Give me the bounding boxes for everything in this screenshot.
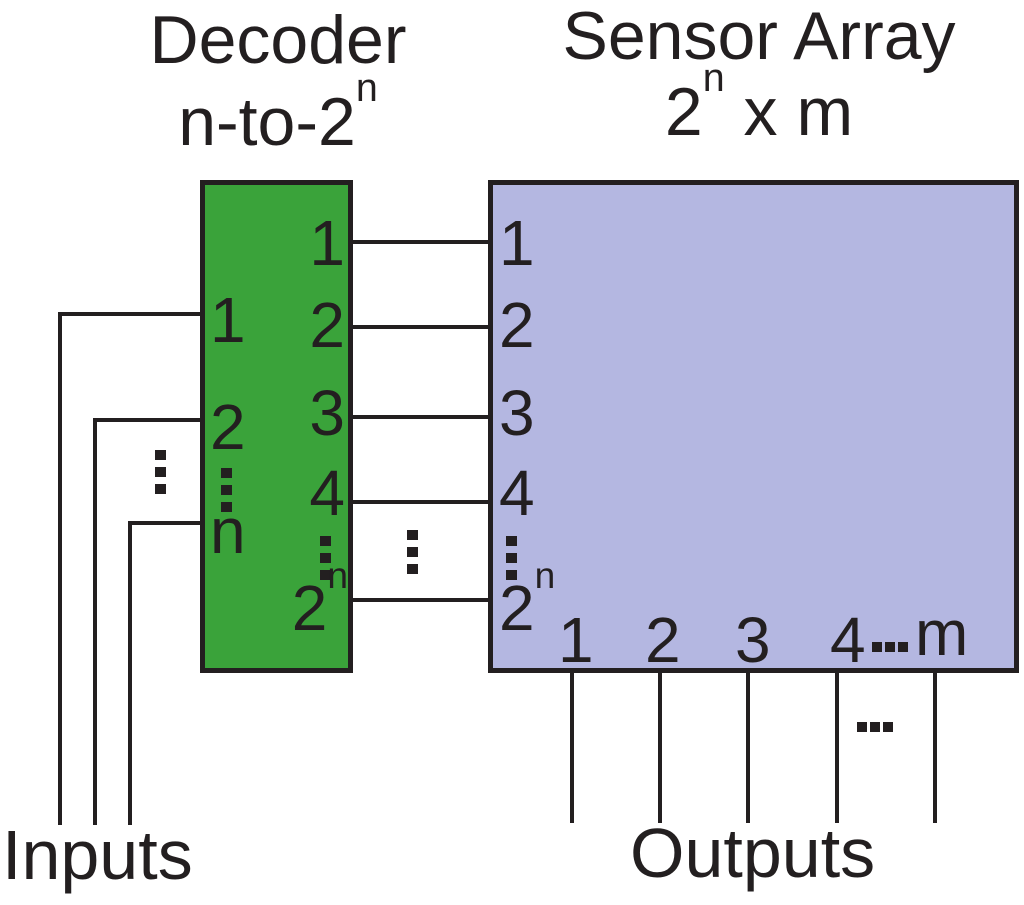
decoder-right-pin-2n-sup: n xyxy=(327,554,348,597)
array-col-label-m: m xyxy=(915,597,969,669)
sensor-array-title-line2-base: 2 xyxy=(664,74,703,150)
decoder-title-line2-sup: n xyxy=(355,65,378,110)
output-wire-1 xyxy=(570,670,574,823)
output-wire-3 xyxy=(746,670,750,823)
output-wire-4 xyxy=(835,670,839,823)
decoder-left-pin-1: 1 xyxy=(210,284,246,356)
input-wire-n-vertical xyxy=(128,521,132,825)
sensor-array-title-line2-sup: n xyxy=(702,55,725,100)
decoder-right-pin-4: 4 xyxy=(309,457,345,529)
decoder-array-wire-4 xyxy=(350,500,490,504)
vertical-ellipsis-icon xyxy=(155,450,166,501)
decoder-title-line2: n-to-2n xyxy=(118,68,438,156)
decoder-right-pin-1: 1 xyxy=(309,207,345,279)
sensor-array-box xyxy=(488,180,1019,673)
horizontal-ellipsis-icon xyxy=(872,642,911,660)
input-wire-n-horizontal xyxy=(128,521,200,525)
decoder-right-pin-3: 3 xyxy=(309,377,345,449)
output-wire-2 xyxy=(658,670,662,823)
vertical-ellipsis-icon xyxy=(506,536,517,587)
array-row-label-2n-sup: n xyxy=(534,554,556,597)
decoder-title-line2-base: n-to-2 xyxy=(178,84,356,160)
decoder-right-pin-2n: 2n xyxy=(292,557,348,640)
vertical-ellipsis-icon xyxy=(221,468,232,519)
horizontal-ellipsis-icon xyxy=(857,722,896,740)
vertical-ellipsis-icon xyxy=(320,536,331,587)
input-wire-2-horizontal xyxy=(93,418,200,422)
decoder-left-pin-2: 2 xyxy=(210,391,246,463)
array-col-label-1: 1 xyxy=(558,604,594,676)
decoder-array-wire-2n xyxy=(350,598,490,602)
array-row-label-3: 3 xyxy=(499,377,535,449)
decoder-array-wire-1 xyxy=(350,240,490,244)
decoder-title-line1: Decoder xyxy=(149,2,407,78)
decoder-box xyxy=(200,180,353,673)
sensor-array-title-line2: 2n x m xyxy=(559,58,959,146)
array-col-label-3: 3 xyxy=(735,604,771,676)
vertical-ellipsis-icon xyxy=(407,530,418,581)
array-row-label-1: 1 xyxy=(499,207,535,279)
input-wire-1-vertical xyxy=(58,312,62,825)
output-wire-m xyxy=(933,670,937,823)
array-col-label-2: 2 xyxy=(645,604,681,676)
array-row-label-2: 2 xyxy=(499,289,535,361)
array-row-label-4: 4 xyxy=(499,457,535,529)
input-wire-2-vertical xyxy=(93,418,97,825)
inputs-label: Inputs xyxy=(2,816,193,894)
sensor-array-title-line1: Sensor Array xyxy=(562,0,956,74)
input-wire-1-horizontal xyxy=(58,312,200,316)
decoder-array-wire-3 xyxy=(350,415,490,419)
decoder-right-pin-2n-base: 2 xyxy=(291,572,328,644)
decoder-right-pin-2: 2 xyxy=(309,289,345,361)
array-row-label-2n: 2n xyxy=(499,557,555,640)
decoder-array-wire-2 xyxy=(350,325,490,329)
outputs-label: Outputs xyxy=(630,814,876,892)
array-row-label-2n-base: 2 xyxy=(499,572,535,644)
decoder-left-pin-n: n xyxy=(210,495,246,567)
sensor-array-title-line2-rest: x m xyxy=(724,74,854,150)
array-col-label-4: 4 xyxy=(830,604,866,676)
